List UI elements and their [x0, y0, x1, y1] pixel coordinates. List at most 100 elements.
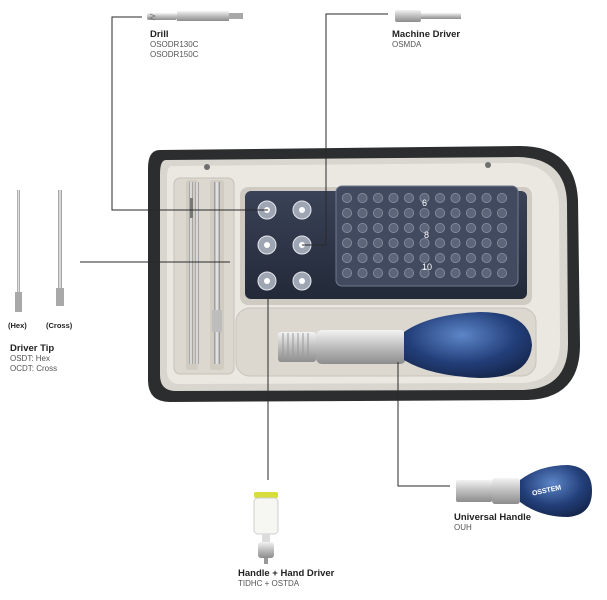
driver-tip-cross-caption: (Cross): [46, 321, 73, 330]
implant-hole: [465, 207, 476, 218]
implant-hole: [496, 207, 507, 218]
implant-hole: [403, 207, 414, 218]
implant-hole: [434, 192, 445, 203]
implant-hole: [357, 237, 368, 248]
implant-hole: [496, 192, 507, 203]
leader-lines: [80, 13, 450, 487]
drill-code-2: OSODR150C: [150, 49, 199, 59]
implant-hole: [434, 207, 445, 218]
drill-leader: [111, 16, 268, 211]
universal-handle-title: Universal Handle: [454, 512, 532, 523]
handle-hand-driver-image: [253, 492, 279, 564]
drill-product-image: [147, 11, 243, 21]
implant-hole: [419, 237, 430, 248]
implant-hole: [341, 252, 352, 263]
driver-tip-compartment: [173, 177, 235, 375]
implant-hole: [388, 222, 399, 233]
implant-hole: [357, 252, 368, 263]
driver-tip-cross-image: [56, 190, 64, 306]
implant-hole: [357, 222, 368, 233]
drill-title: Drill: [150, 29, 169, 40]
implant-hole: [481, 207, 492, 218]
machine-driver-code: OSMDA: [392, 40, 422, 50]
implant-hole: [388, 237, 399, 248]
handle-hand-driver-label: Handle + Hand Driver TIDHC + OSTDA: [238, 568, 334, 589]
implant-hole: [403, 237, 414, 248]
implant-hole: [481, 267, 492, 278]
universal-handle-leader: [397, 362, 450, 487]
implant-hole: [341, 192, 352, 203]
implant-hole: [434, 252, 445, 263]
implant-hole: [450, 237, 461, 248]
implant-hole: [357, 267, 368, 278]
implant-hole-grid: [341, 192, 507, 278]
driver-tip-code-2: OCDT: Cross: [10, 363, 58, 373]
universal-handle-label: Universal Handle OUH: [454, 512, 531, 533]
implant-hole: [419, 207, 430, 218]
implant-hole: [434, 237, 445, 248]
implant-hole: [372, 237, 383, 248]
implant-hole: [403, 252, 414, 263]
implant-hole: [496, 222, 507, 233]
implant-hole: [341, 222, 352, 233]
implant-hole: [341, 267, 352, 278]
implant-hole: [419, 267, 430, 278]
implant-hole: [388, 207, 399, 218]
implant-hole: [450, 222, 461, 233]
drill-code-1: OSODR130C: [150, 40, 199, 50]
implant-hole: [496, 267, 507, 278]
tray-number-8: 8: [424, 230, 429, 240]
driver-tip-title: Driver Tip: [10, 343, 55, 354]
implant-hole: [419, 222, 430, 233]
universal-handle-image: OSSTEM: [456, 465, 592, 517]
implant-hole: [450, 192, 461, 203]
implant-hole: [465, 267, 476, 278]
implant-hole: [403, 222, 414, 233]
implant-hole: [434, 222, 445, 233]
implant-hole: [496, 237, 507, 248]
implant-hole: [372, 267, 383, 278]
implant-hole: [465, 222, 476, 233]
implant-hole: [403, 267, 414, 278]
implant-hole: [481, 192, 492, 203]
implant-hole: [481, 237, 492, 248]
tray-number-10: 10: [422, 262, 432, 272]
driver-tip-label: Driver Tip OSDT: Hex OCDT: Cross: [10, 343, 57, 374]
driver-tip-code-1: OSDT: Hex: [10, 354, 51, 364]
implant-hole: [372, 192, 383, 203]
implant-hole: [450, 207, 461, 218]
drill-label: Drill OSODR130C OSODR150C: [150, 29, 198, 60]
implant-hole: [372, 222, 383, 233]
implant-hole: [357, 192, 368, 203]
implant-hole: [465, 237, 476, 248]
tray-number-6: 6: [422, 198, 427, 208]
machine-driver-product-image: [395, 10, 461, 22]
implant-hole: [403, 192, 414, 203]
machine-driver-label: Machine Driver OSMDA: [392, 29, 460, 50]
implant-hole: [434, 267, 445, 278]
handle-hand-driver-title: Handle + Hand Driver: [238, 568, 335, 579]
implant-hole: [388, 252, 399, 263]
implant-hole: [419, 192, 430, 203]
implant-hole: [465, 192, 476, 203]
implant-hole: [372, 207, 383, 218]
implant-hole: [450, 252, 461, 263]
universal-handle-in-case: [278, 312, 532, 378]
universal-handle-code: OUH: [454, 523, 472, 533]
implant-hole: [388, 267, 399, 278]
machine-driver-leader: [302, 13, 388, 246]
implant-hole: [419, 252, 430, 263]
implant-hole: [388, 192, 399, 203]
implant-hole: [450, 267, 461, 278]
implant-hole: [341, 237, 352, 248]
implant-hole: [481, 252, 492, 263]
machine-driver-title: Machine Driver: [392, 29, 461, 40]
implant-hole: [481, 222, 492, 233]
drill-tray: 6 8 10: [240, 185, 532, 305]
implant-hole: [357, 207, 368, 218]
implant-hole: [372, 252, 383, 263]
driver-tip-hex-caption: (Hex): [8, 321, 27, 330]
implant-hole: [465, 252, 476, 263]
driver-tip-hex-image: [15, 190, 22, 312]
